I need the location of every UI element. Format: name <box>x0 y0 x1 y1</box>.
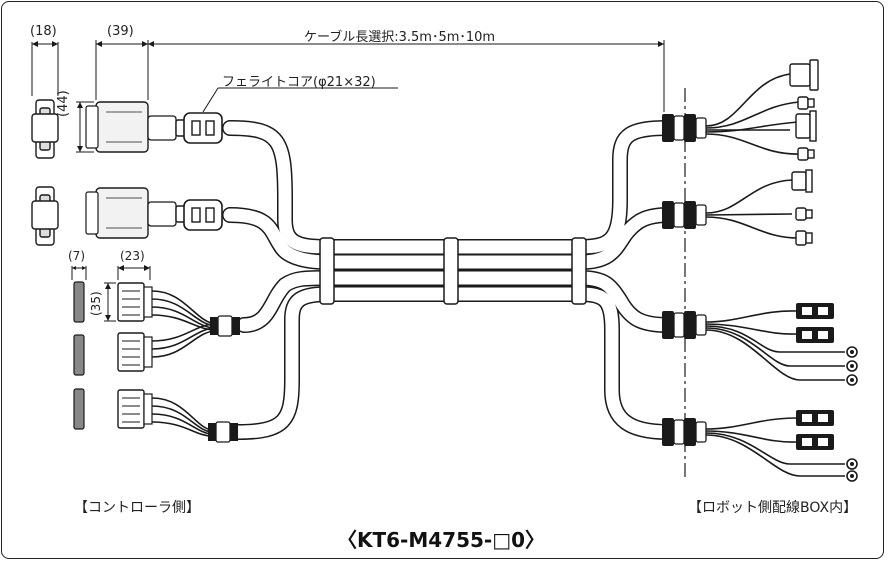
dimension-23-label: (23) <box>120 249 145 263</box>
dimension-7-label: (7) <box>68 249 85 263</box>
dsub-connector-1 <box>85 101 177 153</box>
dimension-35-label: (35) <box>89 291 103 316</box>
plug-connector-3 <box>117 389 153 429</box>
ferrite-core-1 <box>183 112 223 144</box>
ferrite-core-label: フェライトコア(φ21×32) <box>222 75 376 90</box>
ring-terminals <box>846 346 858 482</box>
small-connector-end-view <box>73 281 85 430</box>
bushing-left <box>208 315 240 443</box>
plug-connector-1 <box>117 282 153 322</box>
robot-side-label: 【ロボット側配線BOX内】 <box>688 500 858 516</box>
controller-side-label: 【コントローラ側】 <box>74 500 200 516</box>
robot-bushings <box>661 113 707 447</box>
dimension-18-label: (18) <box>30 24 57 39</box>
ferrite-core-2 <box>183 199 223 231</box>
cable-clamps <box>319 237 587 305</box>
model-number: 〈KT6-M4755-□0〉 <box>337 528 546 552</box>
plug-connector-2 <box>117 332 153 372</box>
relay-blocks <box>796 303 834 450</box>
wire-fanouts-left <box>151 290 217 437</box>
cable-length-label: ケーブル長選択:3.5m･5m･10m <box>304 30 496 45</box>
dsub-connector-2 <box>85 187 177 239</box>
dsub-end-view <box>31 99 59 246</box>
dimension-44-label: (44) <box>56 90 71 117</box>
dimension-39-label: (39) <box>107 24 134 39</box>
robot-terminals <box>789 59 819 246</box>
dimension-arrows <box>32 41 664 321</box>
wire-fanouts-right <box>705 73 845 477</box>
dimension-lines <box>31 40 665 322</box>
